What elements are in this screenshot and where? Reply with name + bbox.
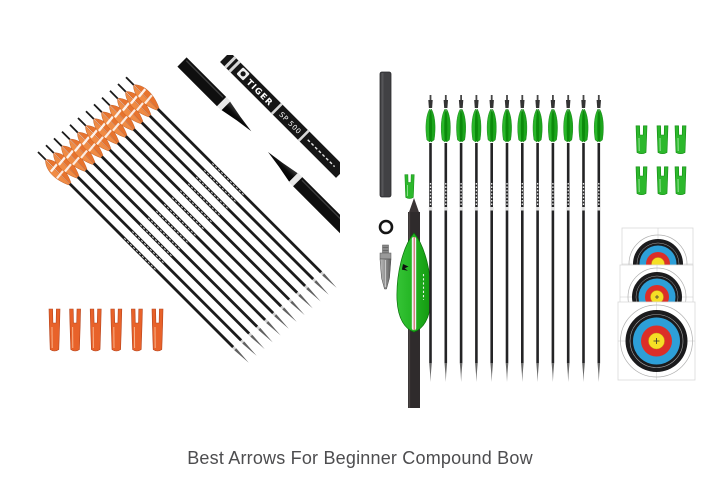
orange-arrow-set-illustration: TIGER SP 500	[32, 52, 351, 369]
product-photo-orange-arrow-set: TIGER SP 500	[10, 52, 351, 385]
green-nock-single	[404, 174, 415, 199]
green-vane-closeup-arrow	[396, 198, 432, 408]
product-photo-green-arrow-set	[372, 60, 712, 412]
field-point	[379, 244, 392, 290]
green-arrow-set-illustration	[378, 71, 696, 408]
o-ring	[378, 219, 394, 235]
vane-logo-mark	[401, 264, 409, 271]
spare-shaft-tube	[379, 71, 392, 198]
green-nock-grid	[635, 125, 687, 196]
target-faces	[617, 227, 696, 381]
field-point-closeup-lower	[268, 152, 351, 235]
branded-shaft-closeup: TIGER SP 500	[220, 52, 346, 178]
target-face-3	[617, 301, 696, 381]
vertical-arrow-row	[424, 93, 605, 384]
image-caption: Best Arrows For Beginner Compound Bow	[187, 448, 533, 468]
field-point-closeup-upper	[177, 57, 252, 132]
orange-nock-row	[48, 308, 164, 352]
